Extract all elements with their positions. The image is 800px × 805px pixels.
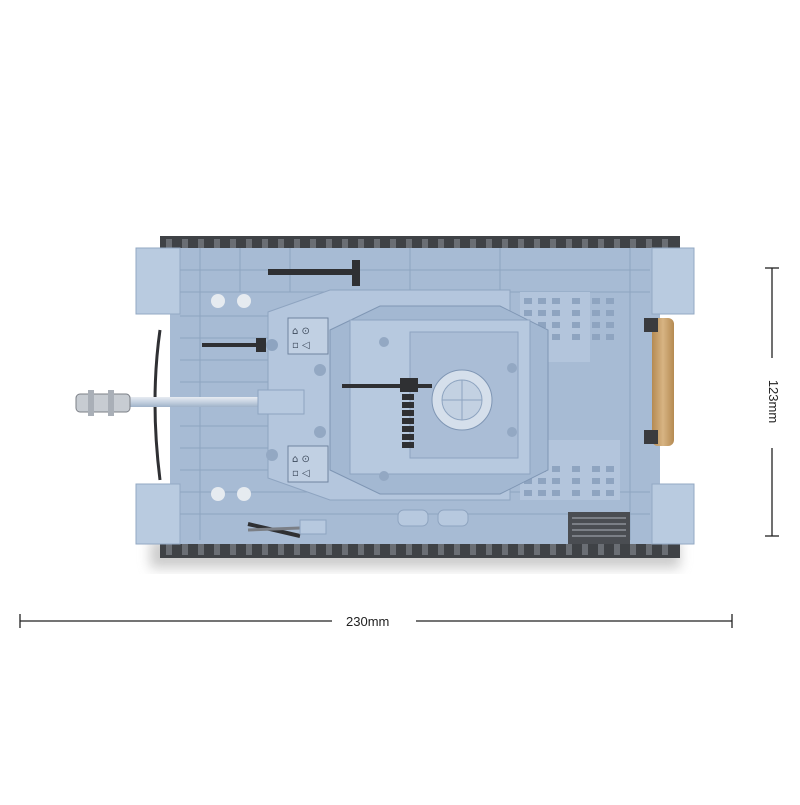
height-dimension-line [765,267,779,537]
svg-text:⌂ ⊙: ⌂ ⊙ [292,454,310,465]
turret [329,305,549,495]
height-dimension-label: 123mm [766,373,782,430]
round-studs [266,337,517,481]
headlights [211,294,251,501]
radio-hatch: ⌂ ⊙ ▫ ◁ [287,445,329,483]
driver-hatch: ⌂ ⊙ ▫ ◁ [287,317,329,355]
tools-top [268,260,360,286]
width-dimension-line [19,614,733,628]
svg-text:▫ ◁: ▫ ◁ [292,468,310,479]
turret-machine-gun [342,384,432,388]
svg-text:▫ ◁: ▫ ◁ [292,340,310,351]
ammo-belt [402,394,414,448]
exhaust-rail [644,318,674,446]
muzzle-brake [75,393,131,413]
hull-machine-gun [202,338,278,352]
svg-text:⌂ ⊙: ⌂ ⊙ [292,326,310,337]
rear-pads [397,509,469,527]
rear-grate [568,512,630,544]
tools-bottom [247,519,327,538]
width-dimension-label: 230mm [338,614,398,629]
main-gun [75,389,305,416]
bottom-track [160,540,680,558]
